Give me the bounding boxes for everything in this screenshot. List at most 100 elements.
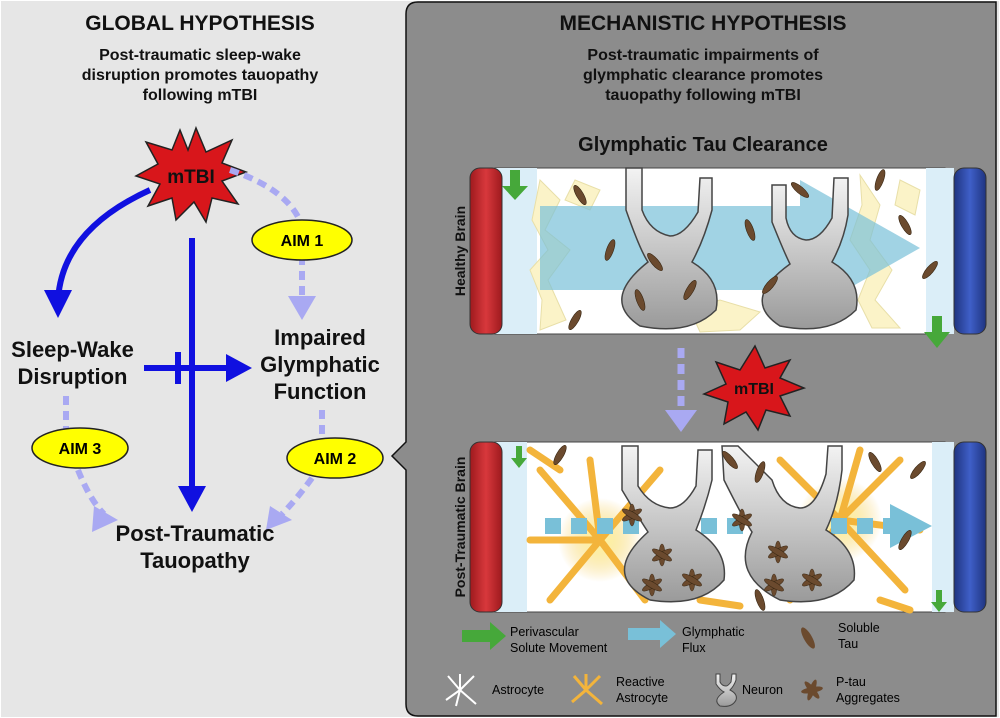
flux-dash	[623, 518, 639, 534]
aim2-label: AIM 2	[314, 451, 357, 468]
arrowhead-glymph	[226, 354, 252, 382]
flux-dash-arrowhead	[890, 504, 932, 548]
vein	[953, 167, 987, 335]
perivascular-arrow-out	[924, 316, 950, 348]
perivascular-arrow-in-post	[511, 446, 527, 468]
global-subtitle-line: disruption promotes tauopathy	[81, 67, 319, 84]
soluble-tau-mark	[868, 452, 882, 472]
healthy-brain-panel	[469, 167, 987, 348]
mechanistic-hypothesis-heading: MECHANISTIC HYPOTHESIS	[559, 12, 847, 35]
dashed-mtbi-to-aim1	[229, 167, 305, 228]
glymphatic-tau-clearance-title: Glymphatic Tau Clearance	[578, 134, 828, 156]
mtbi-burst-label: mTBI	[167, 167, 215, 188]
reactive-astrocyte-processes	[526, 446, 924, 614]
artery-post	[469, 441, 503, 613]
soluble-tau-mark	[898, 215, 912, 235]
legend-astrocyte-icon	[445, 674, 477, 707]
legend-reactive-l2: Astrocyte	[616, 691, 668, 705]
soluble-tau-mark	[922, 260, 938, 280]
neurons-post	[621, 445, 856, 603]
vein-post	[953, 441, 987, 613]
p-tau-aggregate	[764, 573, 784, 597]
p-tau-aggregates	[622, 503, 822, 597]
soluble-tau-mark	[553, 445, 567, 465]
legend-flux-l1: Glymphatic	[682, 625, 745, 639]
post-traumatic-brain-panel	[469, 441, 987, 614]
node-impaired-glymphatic: Impaired Glymphatic Function	[250, 324, 390, 405]
dashed-aim3-to-tauo	[75, 468, 107, 517]
legend-soluble-tau-icon	[801, 627, 815, 649]
legend-flux-icon	[628, 620, 676, 648]
legend-soluble-l1: Soluble	[838, 621, 880, 635]
global-hypothesis-heading: GLOBAL HYPOTHESIS	[85, 12, 315, 35]
node-line: Glymphatic	[260, 352, 380, 377]
global-subtitle: Post-traumatic sleep-wake disruption pro…	[0, 46, 400, 106]
legend-flux-l2: Flux	[682, 641, 706, 655]
flux-dash	[857, 518, 873, 534]
node-line: Post-Traumatic	[115, 521, 275, 546]
arrow-mtbi-to-sleep	[55, 187, 152, 301]
flux-dash	[571, 518, 587, 534]
node-post-traumatic-tauopathy: Post-Traumatic Tauopathy	[90, 520, 300, 574]
soluble-tau-mark	[790, 182, 810, 198]
node-sleep-wake-disruption: Sleep-Wake Disruption	[0, 336, 145, 390]
aim1-label: AIM 1	[281, 233, 324, 250]
aim1-oval	[251, 219, 353, 261]
mtbi-burst-right-icon	[701, 344, 807, 432]
mtbi-right-label: mTBI	[734, 381, 774, 398]
p-tau-aggregate	[652, 543, 672, 567]
legend-perivascular-icon	[462, 622, 506, 650]
soluble-tau-mark	[634, 289, 646, 311]
flux-dash	[701, 518, 717, 534]
soluble-tau-mark	[898, 530, 912, 550]
soluble-tau-mark	[754, 589, 766, 611]
legend-perivascular-l2: Solute Movement	[510, 641, 608, 655]
soluble-tau-mark	[573, 185, 587, 205]
perivascular-arrow-out-post	[931, 590, 947, 612]
aim3-label: AIM 3	[59, 441, 102, 458]
p-tau-aggregate	[732, 508, 752, 532]
dashed-arrowhead-tauo-right	[266, 506, 292, 530]
soluble-tau-mark	[647, 252, 663, 272]
legend: Perivascular Solute Movement Glymphatic …	[445, 620, 900, 707]
perivascular-arrow-in	[502, 170, 528, 200]
dashed-down-arrowhead	[665, 410, 697, 432]
node-line: Tauopathy	[140, 548, 250, 573]
legend-neuron: Neuron	[742, 683, 783, 697]
global-hypothesis-diagram: mTBI AIM 1 AIM 2 AIM 3	[31, 125, 384, 532]
mechanistic-subtitle-line: tauopathy following mTBI	[605, 87, 801, 104]
legend-reactive-astrocyte-icon	[571, 674, 603, 706]
artery	[469, 167, 503, 335]
aim3-oval	[31, 427, 129, 469]
legend-ptau-l1: P-tau	[836, 675, 866, 689]
soluble-tau-mark	[683, 280, 697, 300]
soluble-tau-mark	[910, 460, 926, 480]
node-line: Disruption	[17, 364, 128, 389]
soluble-tau-mark	[604, 239, 616, 261]
dashed-arrowhead-glymph	[288, 296, 316, 320]
mechanistic-diagram: Healthy Brain mTBI	[445, 167, 987, 707]
healthy-brain-label: Healthy Brain	[452, 206, 468, 296]
mechanistic-subtitle-line: Post-traumatic impairments of	[587, 47, 819, 64]
legend-ptau-l2: Aggregates	[836, 691, 900, 705]
p-tau-aggregate	[802, 568, 822, 592]
soluble-tau-mark	[722, 450, 738, 470]
legend-neuron-icon	[715, 673, 737, 707]
mtbi-burst-icon	[134, 125, 249, 224]
mechanistic-subtitle: Post-traumatic impairments of glymphatic…	[410, 46, 996, 106]
soluble-tau-mark	[762, 275, 778, 295]
flux-dash	[597, 518, 613, 534]
soluble-tau-post	[553, 445, 926, 611]
p-tau-aggregate	[682, 568, 702, 592]
arrowhead-tauopathy	[178, 486, 206, 512]
flux-dash	[831, 518, 847, 534]
soluble-tau-healthy	[568, 169, 938, 330]
soluble-tau-mark	[874, 169, 886, 191]
dashed-arrowhead-tauo-left	[92, 506, 118, 532]
global-subtitle-line: Post-traumatic sleep-wake	[99, 47, 301, 64]
dashed-aim2-to-tauo	[279, 476, 315, 517]
soluble-tau-mark	[754, 461, 766, 483]
p-tau-aggregate	[642, 573, 662, 597]
node-line: Function	[273, 379, 367, 404]
